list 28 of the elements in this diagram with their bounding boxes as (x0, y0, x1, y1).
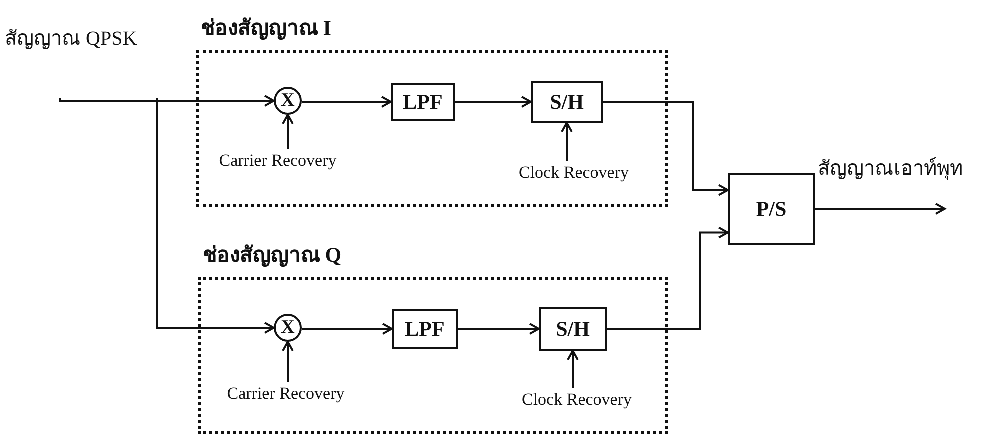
arrow (455, 96, 532, 108)
arrow (567, 350, 579, 388)
process-box: LPF (391, 83, 455, 121)
signal-source-label: Carrier Recovery (208, 149, 348, 173)
channel-heading: ช่องสัญญาณ I (201, 15, 332, 42)
arrow (815, 203, 946, 215)
arrow (156, 98, 275, 334)
channel-heading: ช่องสัญญาณ Q (203, 242, 342, 270)
output-signal-label: สัญญาณเอาท์พุท (818, 156, 963, 182)
arrow (282, 114, 294, 149)
signal-source-label: Clock Recovery (503, 388, 651, 412)
arrow (59, 95, 275, 107)
arrow (302, 96, 392, 108)
mixer-circle: X (274, 314, 302, 342)
arrow (603, 101, 729, 196)
process-box: P/S (728, 173, 815, 245)
mixer-circle: X (274, 87, 302, 115)
arrow (458, 323, 540, 335)
signal-source-label: Clock Recovery (499, 161, 649, 185)
arrow (282, 341, 294, 382)
arrow (607, 226, 729, 330)
arrow (561, 122, 573, 161)
process-box: S/H (539, 307, 607, 351)
arrow (302, 323, 393, 335)
input-signal-label: สัญญาณ QPSK (5, 27, 138, 52)
signal-source-label: Carrier Recovery (211, 382, 361, 406)
process-box: LPF (392, 309, 458, 349)
process-box: S/H (531, 81, 603, 123)
